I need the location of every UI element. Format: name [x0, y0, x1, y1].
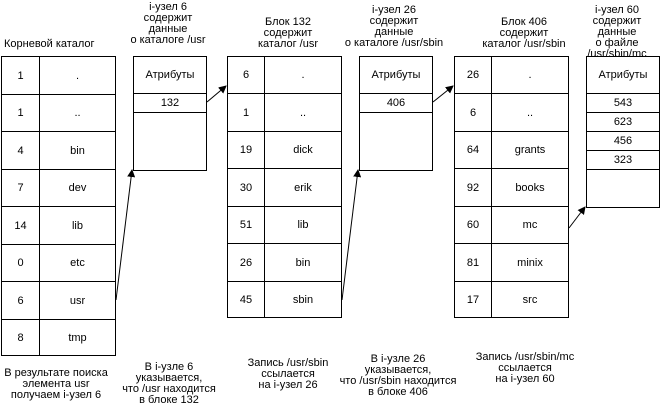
inode-cell: 92: [455, 169, 492, 206]
inode-cell: 6: [455, 94, 492, 131]
name-cell: .: [301, 69, 305, 81]
inode26-box: Атрибуты 406: [359, 56, 433, 171]
inode-cell: 1: [2, 95, 40, 131]
inode-cell: 7: [2, 170, 40, 206]
inode-cell: 17: [455, 282, 492, 317]
name-cell: bin: [295, 256, 311, 269]
root-directory-table: 1 . 1 .. 4 bin 7 dev 14 lib 0 etc 6 usr …: [1, 56, 116, 356]
inode6-title: i-узел 6 содержит данные о каталоге /usr: [130, 1, 206, 46]
name-cell: lib: [71, 219, 83, 232]
arrow-sbin-to-inode26: [341, 169, 362, 301]
inode-cell: 51: [228, 207, 265, 243]
name-cell: ..: [526, 106, 534, 119]
arrow-inode6-to-block132: [206, 85, 227, 103]
name-cell: sbin: [292, 293, 314, 306]
disk-address: 323: [587, 151, 659, 170]
table-row: 1 ..: [2, 95, 115, 132]
table-row: 6 .: [228, 57, 341, 94]
table-row: 6 ..: [455, 94, 568, 132]
name-cell: mc: [522, 219, 538, 231]
inode26-title: i-узел 26 содержит данные о каталоге /us…: [344, 4, 444, 49]
inode-cell: 1: [228, 94, 265, 131]
table-row: 14 lib: [2, 207, 115, 245]
name-cell: src: [522, 293, 538, 306]
disk-address: 623: [587, 113, 659, 132]
table-row: 17 src: [455, 282, 568, 317]
attributes-label: Атрибуты: [134, 57, 206, 94]
name-cell: erik: [294, 181, 312, 194]
disk-address: 543: [587, 94, 659, 113]
inode-cell: 30: [228, 169, 265, 206]
table-row: 30 erik: [228, 169, 341, 207]
inode-cell: 81: [455, 244, 492, 281]
block132-title: Блок 132 содержит каталог /usr: [257, 16, 319, 50]
inode60-box: Атрибуты 543 623 456 323: [586, 56, 660, 208]
table-row: 81 minix: [455, 244, 568, 282]
table-row: 64 grants: [455, 132, 568, 169]
block406-title: Блок 406 содержит каталог /usr/sbin: [482, 16, 566, 50]
inode-cell: 1: [2, 57, 40, 94]
name-cell: grants: [514, 144, 546, 156]
block-address: 132: [134, 94, 206, 113]
inode-cell: 60: [455, 207, 492, 243]
name-cell: usr: [69, 294, 86, 307]
table-row: 0 etc: [2, 245, 115, 282]
inode-cell: 64: [455, 132, 492, 168]
root-title: Корневой каталог: [4, 38, 95, 50]
name-cell: etc: [70, 257, 85, 269]
arrow-mc-to-inode60: [568, 206, 586, 229]
name-cell: books: [515, 181, 545, 194]
inode-cell: 6: [2, 282, 40, 319]
block406-table: 26 . 6 .. 64 grants 92 books 60 mc 81 mi…: [454, 56, 569, 318]
table-row: 6 usr: [2, 282, 115, 320]
name-cell: ..: [299, 106, 307, 119]
inode-cell: 6: [228, 57, 265, 93]
name-cell: tmp: [68, 331, 87, 344]
name-cell: ..: [74, 107, 81, 119]
inode-cell: 0: [2, 245, 40, 281]
inode-cell: 4: [2, 132, 40, 169]
block-address: 406: [360, 94, 432, 113]
inode-cell: 26: [455, 57, 492, 93]
inode6-box: Атрибуты 132: [133, 56, 207, 171]
inode-cell: 19: [228, 132, 265, 168]
disk-address: 456: [587, 132, 659, 151]
arrow-inode26-to-block406: [432, 85, 454, 103]
inode60-title: i-узел 60 содержит данные о файле /usr/s…: [587, 4, 647, 60]
attributes-label: Атрибуты: [360, 57, 432, 94]
inode-cell: 45: [228, 282, 265, 317]
table-row: 7 dev: [2, 170, 115, 207]
name-cell: minix: [517, 256, 543, 269]
block132-table: 6 . 1 .. 19 dick 30 erik 51 lib 26 bin 4…: [227, 56, 342, 318]
table-row: 1 ..: [228, 94, 341, 132]
name-cell: bin: [70, 144, 85, 157]
table-row: 4 bin: [2, 132, 115, 170]
table-row: 26 bin: [228, 244, 341, 282]
name-cell: dick: [293, 144, 313, 156]
block132-caption: Запись /usr/sbin ссылается на i-узел 26: [247, 357, 329, 391]
name-cell: .: [75, 69, 80, 82]
table-row: 1 .: [2, 57, 115, 95]
block406-caption: Запись /usr/sbin/mc ссылается на i-узел …: [475, 351, 575, 385]
arrow-usr-to-inode6: [115, 169, 136, 301]
table-row: 51 lib: [228, 207, 341, 244]
table-row: 19 dick: [228, 132, 341, 169]
inode-cell: 8: [2, 320, 40, 355]
table-row: 45 sbin: [228, 282, 341, 317]
inode6-caption: В i-узле 6 указывается, что /usr находит…: [122, 361, 216, 406]
table-row: 92 books: [455, 169, 568, 207]
name-cell: dev: [68, 182, 87, 194]
table-row: 8 tmp: [2, 320, 115, 355]
name-cell: .: [528, 69, 532, 81]
name-cell: lib: [297, 219, 309, 231]
table-row: 26 .: [455, 57, 568, 94]
inode-cell: 14: [2, 207, 40, 244]
root-caption: В результате поиска элемента usr получае…: [4, 367, 108, 401]
attributes-label: Атрибуты: [587, 57, 659, 94]
inode-cell: 26: [228, 244, 265, 281]
inode26-caption: В i-узле 26 указывается, что /usr/sbin н…: [339, 353, 457, 398]
table-row: 60 mc: [455, 207, 568, 244]
